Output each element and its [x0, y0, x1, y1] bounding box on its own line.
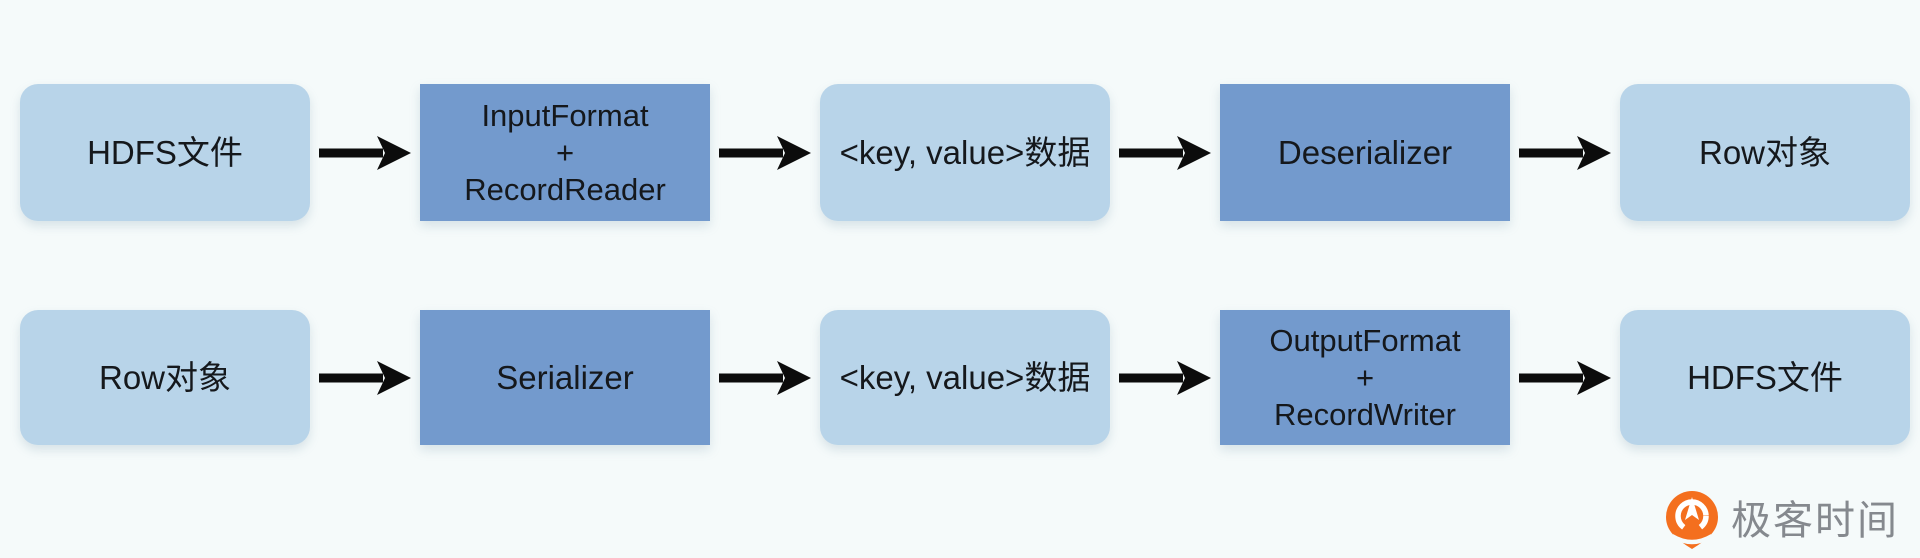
node-label: RecordWriter: [1273, 397, 1457, 432]
flow-node-inputformat-recordreader: InputFormat + RecordReader: [420, 84, 710, 221]
arrow-right-icon: [1510, 84, 1620, 221]
arrow-right-icon: [1510, 310, 1620, 445]
geektime-logo-icon: [1666, 491, 1718, 549]
node-label: OutputFormat: [1269, 323, 1461, 358]
node-label: <key, value>数据: [839, 133, 1091, 171]
node-label: HDFS文件: [1687, 358, 1843, 396]
node-label: +: [1355, 360, 1375, 395]
flow-node-hdfs-file: HDFS文件: [1620, 310, 1910, 445]
flow-node-outputformat-recordwriter: OutputFormat + RecordWriter: [1220, 310, 1510, 445]
node-label: <key, value>数据: [839, 358, 1091, 396]
flow-node-key-value-data: <key, value>数据: [820, 310, 1110, 445]
node-label: InputFormat: [481, 98, 649, 133]
node-label: Serializer: [496, 358, 634, 396]
arrow-right-icon: [310, 310, 420, 445]
node-label: Row对象: [98, 358, 232, 396]
flow-node-hdfs-file: HDFS文件: [20, 84, 310, 221]
arrow-right-icon: [310, 84, 420, 221]
node-label: HDFS文件: [87, 133, 243, 171]
node-label: +: [555, 135, 575, 170]
flow-node-row-object: Row对象: [1620, 84, 1910, 221]
deserialization-flow-row: HDFS文件 InputFormat + RecordReader <key, …: [0, 84, 1920, 221]
geektime-logo-text: 极客时间: [1731, 499, 1899, 543]
flow-node-key-value-data: <key, value>数据: [820, 84, 1110, 221]
arrow-right-icon: [710, 84, 820, 221]
node-label: Deserializer: [1277, 133, 1453, 171]
flow-node-serializer: Serializer: [420, 310, 710, 445]
geektime-logo: 极客时间: [1662, 490, 1899, 552]
node-label: RecordReader: [464, 172, 666, 207]
flow-node-deserializer: Deserializer: [1220, 84, 1510, 221]
arrow-right-icon: [710, 310, 820, 445]
arrow-right-icon: [1110, 310, 1220, 445]
flow-node-row-object: Row对象: [20, 310, 310, 445]
serialization-flow-row: Row对象 Serializer <key, value>数据 OutputFo…: [0, 310, 1920, 445]
arrow-right-icon: [1110, 84, 1220, 221]
node-label: Row对象: [1698, 133, 1832, 171]
